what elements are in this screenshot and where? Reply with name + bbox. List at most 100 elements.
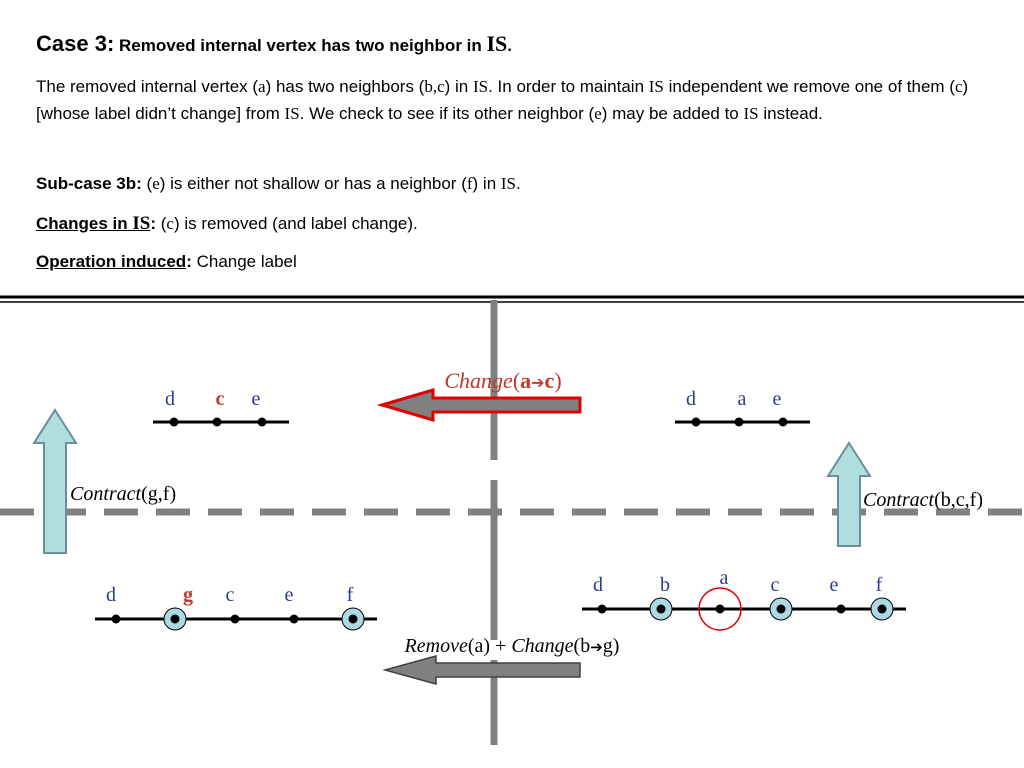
vertex-dot <box>257 417 267 427</box>
text: a <box>520 368 531 393</box>
vertex-label-e: e <box>285 584 294 606</box>
vertex-dot <box>111 614 121 624</box>
text: (b,c,f) <box>934 489 983 511</box>
is-symbol: IS <box>648 77 664 96</box>
text: ) <box>613 635 620 657</box>
graph-top-left: d c e <box>153 388 289 427</box>
case-description: Removed internal vertex has two neighbor… <box>119 36 487 55</box>
vertex-dot <box>656 604 666 614</box>
remove-change-arrow <box>382 655 581 685</box>
text: ) in <box>444 77 473 96</box>
text: ( <box>513 368 520 393</box>
graph-bottom-left: d g c e f <box>95 584 377 631</box>
operation-line: Operation induced: Change label <box>36 248 297 275</box>
vertex-dot <box>776 604 786 614</box>
text: Change <box>511 635 573 657</box>
text: b <box>580 635 590 657</box>
is-symbol: IS <box>486 31 508 56</box>
removed-vertex-circle <box>698 587 742 631</box>
graph-bottom-right: d b a c e f <box>582 567 906 631</box>
vertex-label-d: d <box>106 584 116 606</box>
contract-label-left: Contract(g,f) <box>70 483 176 505</box>
text: independent we remove one of them ( <box>663 77 955 96</box>
vertex-dot <box>597 604 607 614</box>
change-label-top: Change(a➔c) <box>444 368 561 393</box>
is-symbol: IS <box>743 104 759 123</box>
slide-title: Case 3: Removed internal vertex has two … <box>36 30 512 59</box>
vertex-dot <box>778 417 788 427</box>
vertices-bc: b,c <box>424 77 445 96</box>
text: . <box>516 174 521 193</box>
vertex-label-e: e <box>773 388 782 410</box>
changes-label: Changes in IS <box>36 213 151 234</box>
text: . In order to maintain <box>488 77 649 96</box>
arrow-glyph: ➔ <box>531 373 544 392</box>
text: ( <box>141 174 153 193</box>
text: ) <box>554 368 561 393</box>
text: (g,f) <box>141 483 176 505</box>
vertex-label-g: g <box>183 584 193 606</box>
operation-label: Operation induced <box>36 252 187 271</box>
remove-change-label: Remove(a) + Change(b➔g) <box>404 635 620 657</box>
is-symbol: IS <box>472 77 489 96</box>
colon: : <box>150 214 156 233</box>
vertex-dot <box>734 417 744 427</box>
vertex-e: e <box>594 104 602 123</box>
vertex-label-a: a <box>720 567 729 589</box>
vertex-dot <box>836 604 846 614</box>
arrow-glyph: ➔ <box>590 638 603 656</box>
contract-arrow-left <box>32 408 78 554</box>
text: Change <box>444 368 513 393</box>
subcase-label: Sub-case 3b: <box>36 174 142 193</box>
operation-value: Change label <box>191 252 297 271</box>
text: g <box>603 635 613 657</box>
vertex-label-e: e <box>830 574 839 596</box>
is-symbol: IS <box>132 213 151 234</box>
vertex-dot <box>212 417 222 427</box>
text: . We check to see if its other neighbor … <box>299 104 595 123</box>
text: Changes in <box>36 214 133 233</box>
vertex-f: f <box>466 174 473 193</box>
changes-line: Changes in IS: (c) is removed (and label… <box>36 210 418 237</box>
text: ( <box>156 214 167 233</box>
text: ) is removed (and label change). <box>173 214 418 233</box>
vertex-dot <box>715 604 725 614</box>
vertex-label-c: c <box>771 574 780 596</box>
vertex-dot <box>170 614 180 624</box>
vertex-dot <box>289 614 299 624</box>
text: instead. <box>758 104 823 123</box>
subcase-line: Sub-case 3b: (e) is either not shallow o… <box>36 170 521 197</box>
vertex-label-d: d <box>165 388 175 410</box>
vertex-label-c: c <box>216 388 225 410</box>
vertex-label-d: d <box>686 388 696 410</box>
vertex-a: a <box>258 77 266 96</box>
change-arrow-top <box>376 387 582 423</box>
contract-label-right: Contract(b,c,f) <box>863 489 983 511</box>
period: . <box>507 36 513 55</box>
explanation-paragraph: The removed internal vertex (a) has two … <box>36 73 976 127</box>
case-label: Case 3: <box>36 31 115 56</box>
vertex-label-a: a <box>738 388 747 410</box>
text: ) [whose label didn’t change] from <box>36 77 969 123</box>
vertex-dot <box>230 614 240 624</box>
text: Contract <box>863 489 935 511</box>
vertex-label-e: e <box>252 388 261 410</box>
text: ) has two neighbors ( <box>265 77 425 96</box>
vertex-label-f: f <box>347 584 354 606</box>
text: Remove <box>404 635 468 657</box>
contract-arrow-right <box>826 441 872 547</box>
vertex-label-b: b <box>660 574 670 596</box>
vertex-label-d: d <box>593 574 603 596</box>
text: ) may be added to <box>601 104 744 123</box>
vertex-c: c <box>954 77 963 96</box>
is-symbol: IS <box>500 174 516 193</box>
text: ( <box>574 635 581 657</box>
text: The removed internal vertex ( <box>36 77 259 96</box>
colon: : <box>186 252 192 271</box>
graph-top-right: d a e <box>675 388 810 427</box>
vertex-dot <box>169 417 179 427</box>
text: ) is either not shallow or has a neighbo… <box>159 174 467 193</box>
text: ) in <box>472 174 501 193</box>
vertex-c: c <box>166 214 174 233</box>
